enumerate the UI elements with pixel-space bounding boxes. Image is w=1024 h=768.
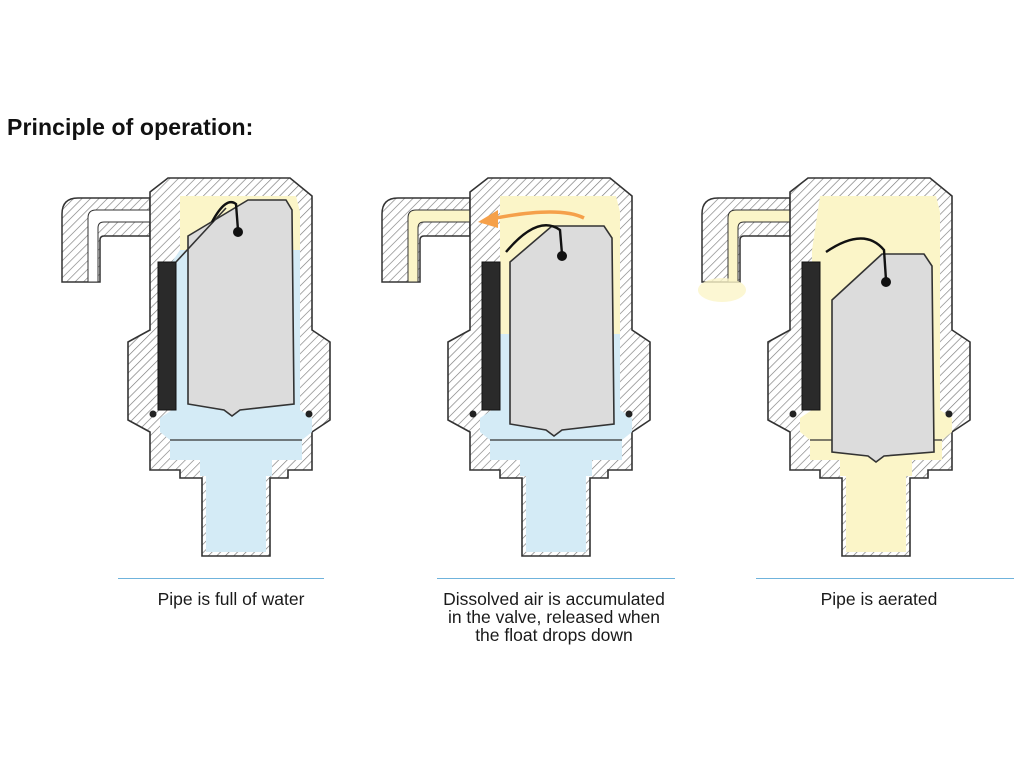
float-lever — [505, 224, 564, 255]
pivot-dot — [557, 251, 567, 261]
seal-gasket — [801, 261, 821, 411]
caption-divider — [756, 578, 1014, 579]
float-lever — [825, 237, 888, 281]
seal-gasket — [157, 261, 177, 411]
valve-panel-accumulating — [381, 177, 651, 557]
caption-divider — [118, 578, 324, 579]
float — [187, 199, 295, 417]
caption-water: Pipe is full of water — [157, 589, 305, 609]
pivot-dot — [233, 227, 243, 237]
float — [509, 225, 615, 437]
valve-panel-water — [61, 177, 331, 557]
pivot-dot — [881, 277, 891, 287]
caption-accumulating: Dissolved air is accumulated in the valv… — [443, 589, 665, 645]
valve-panel-aerated — [698, 177, 971, 557]
caption-aerated: Pipe is aerated — [820, 589, 938, 609]
float-lever — [210, 200, 240, 231]
seal-gasket — [481, 261, 501, 411]
airflow-arrow — [495, 210, 585, 220]
caption-divider — [437, 578, 675, 579]
page-title: Principle of operation: — [7, 114, 254, 140]
float — [831, 253, 935, 463]
